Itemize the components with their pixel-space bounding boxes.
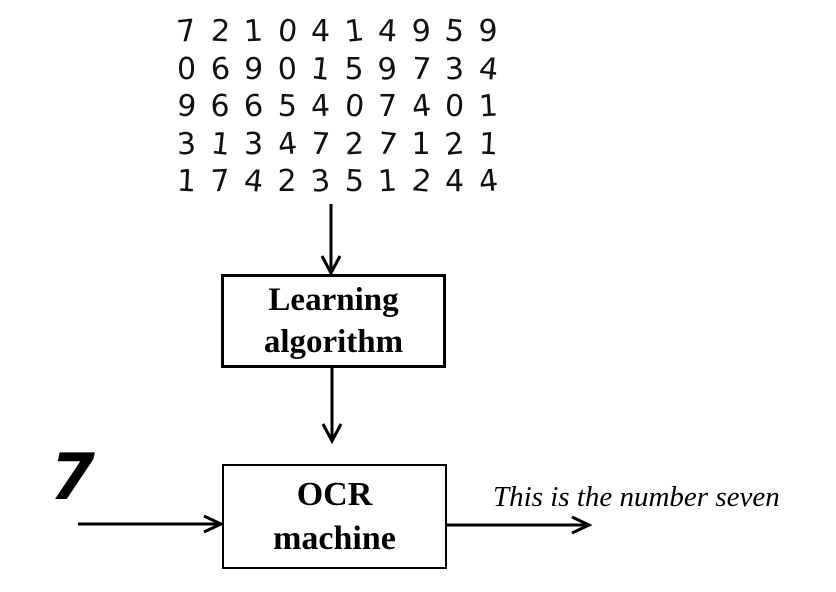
arrow-input-to-ocr (78, 514, 225, 534)
training-digit: 0 (176, 51, 197, 87)
learning-box-line2: algorithm (263, 324, 404, 360)
output-label: This is the number seven (493, 481, 780, 513)
training-digit: 4 (310, 14, 331, 49)
training-digit: 4 (444, 164, 465, 199)
training-digit: 3 (243, 126, 264, 162)
arrow-grid-to-learning (320, 204, 342, 277)
training-digit: 1 (411, 126, 431, 162)
training-digit: 5 (344, 51, 364, 87)
ocr-machine-box: OCR machine (222, 464, 447, 569)
arrow-learning-to-ocr (321, 368, 343, 445)
training-digit: 2 (277, 164, 297, 199)
arrow-ocr-to-output (447, 515, 593, 535)
ocr-box-line1: OCR (296, 475, 373, 513)
training-digit: 9 (478, 14, 498, 49)
training-digit: 7 (377, 89, 398, 124)
ocr-box-line2: machine (273, 519, 396, 557)
learning-box-line1: Learning (268, 282, 399, 318)
learning-algorithm-box: Learning algorithm (221, 274, 446, 368)
training-digit: 6 (210, 89, 230, 124)
